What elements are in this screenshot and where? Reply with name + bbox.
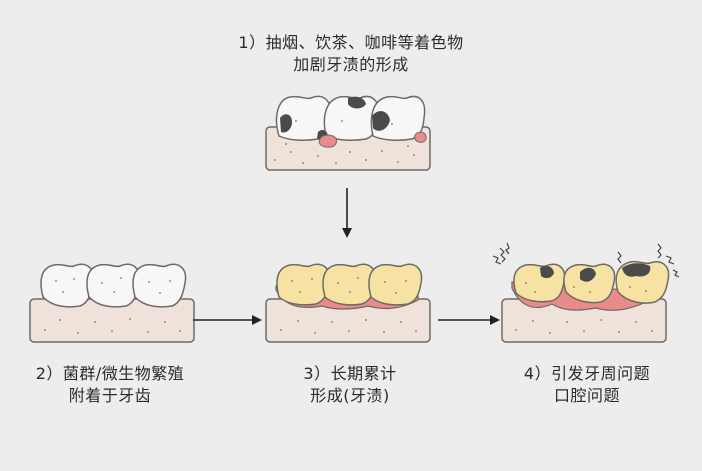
step-1-line-2: 加剧牙渍的形成 — [293, 55, 409, 74]
panel-4-problem-teeth — [492, 242, 680, 343]
step-2-line-1: 2）菌群/微生物繁殖 — [35, 364, 185, 383]
step-4-caption: 4）引发牙周问题 口腔问题 — [497, 363, 677, 407]
step-4-line-1: 4）引发牙周问题 — [523, 364, 651, 383]
step-3-line-2: 形成(牙渍) — [310, 386, 390, 405]
step-4-line-2: 口腔问题 — [553, 386, 620, 405]
panel-2-white-teeth — [29, 263, 195, 343]
step-2-caption: 2）菌群/微生物繁殖 附着于牙齿 — [10, 363, 210, 407]
step-2-line-2: 附着于牙齿 — [68, 386, 152, 405]
panel-1-stained-teeth — [265, 95, 431, 171]
step-3-caption: 3）长期累计 形成(牙渍) — [260, 363, 440, 407]
step-3-line-1: 3）长期累计 — [303, 364, 397, 383]
step-1-line-1: 1）抽烟、饮茶、咖啡等着色物 — [238, 33, 464, 52]
panel-3-yellow-teeth — [265, 263, 431, 343]
step-1-caption: 1）抽烟、饮茶、咖啡等着色物 加剧牙渍的形成 — [186, 32, 516, 76]
